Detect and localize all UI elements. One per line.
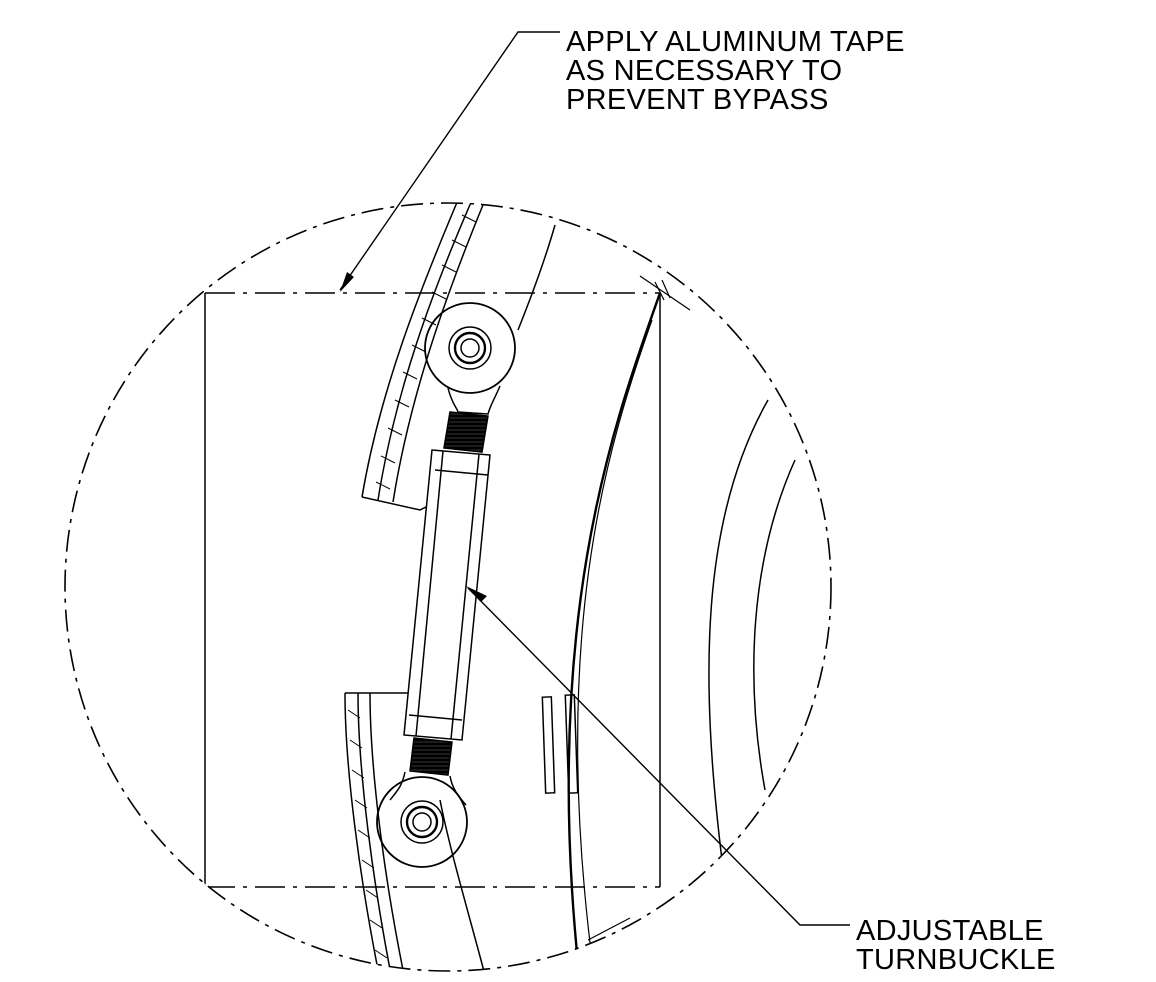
detail-boundary-circle [64, 202, 832, 972]
upper-shell-segment [361, 203, 556, 511]
tape-leader [339, 31, 560, 292]
pipe-wall-arcs [567, 275, 796, 971]
turnbuckle-leader [466, 586, 850, 926]
aluminum-tape-note: APPLY ALUMINUM TAPE AS NECESSARY TO PREV… [566, 28, 905, 115]
turnbuckle-assembly [376, 302, 516, 868]
note-line: APPLY ALUMINUM TAPE [566, 26, 905, 58]
clip-plates [541, 279, 671, 949]
note-line: ADJUSTABLE [856, 915, 1044, 947]
turnbuckle-note: ADJUSTABLE TURNBUCKLE [856, 917, 1056, 975]
lower-shell-segment [344, 692, 486, 971]
note-line: PREVENT BYPASS [566, 84, 829, 116]
note-line: AS NECESSARY TO [566, 55, 843, 87]
note-line: TURNBUCKLE [856, 944, 1056, 976]
